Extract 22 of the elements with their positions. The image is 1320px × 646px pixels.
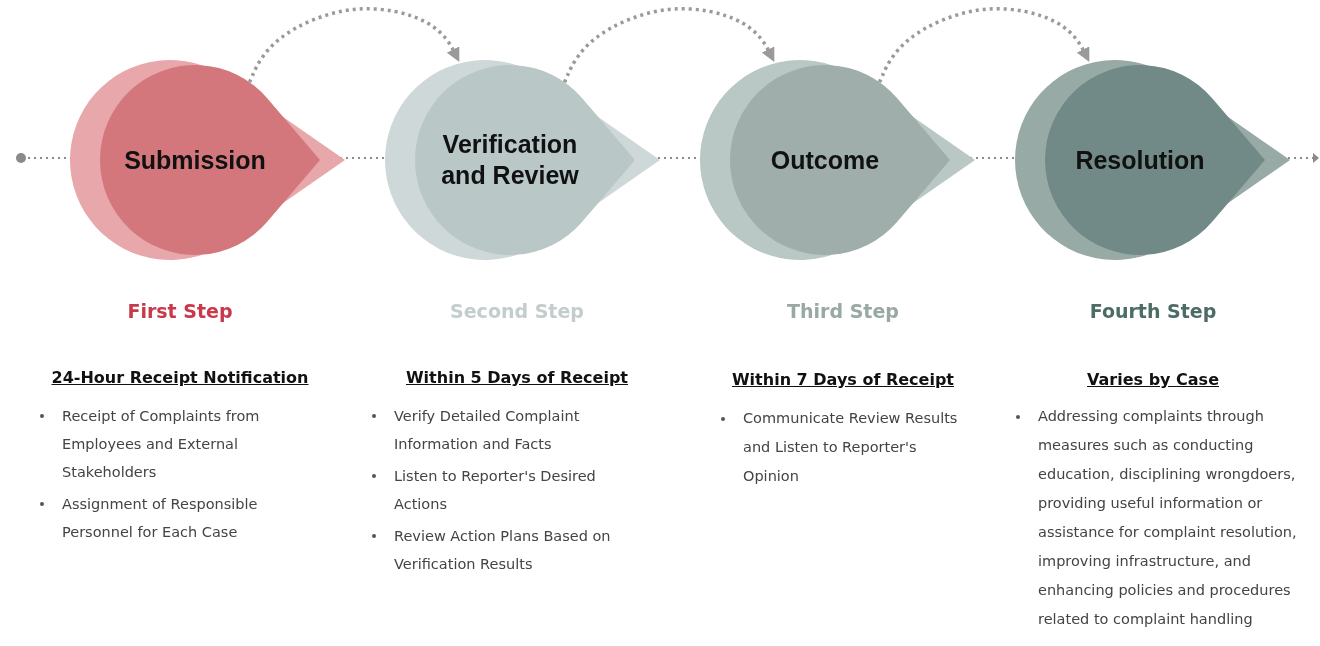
- curved-arrow: [877, 7, 1090, 83]
- step-title: Outcome: [769, 144, 881, 176]
- step-title: Submission: [123, 144, 267, 176]
- step-label: Second Step: [449, 300, 585, 322]
- timeframe-heading: Varies by Case: [1086, 370, 1220, 389]
- timeframe-heading: Within 5 Days of Receipt: [404, 368, 629, 387]
- step-label: First Step: [126, 300, 234, 322]
- bullet-item: Communicate Review Results and Listen to Reporter's Opinion: [717, 404, 972, 491]
- bullet-item: Receipt of Complaints from Employees and External Stakeholders: [36, 402, 306, 486]
- step-label: Fourth Step: [1088, 300, 1218, 322]
- bullet-item: Review Action Plans Based on Verification Results: [368, 522, 638, 578]
- timeframe-heading: Within 7 Days of Receipt: [730, 370, 955, 389]
- step-label: Third Step: [786, 300, 900, 322]
- step-title: Verification and Review: [440, 129, 580, 191]
- step-title: Resolution: [1074, 144, 1206, 176]
- curved-arrow: [247, 7, 460, 83]
- bullet-item: Listen to Reporter's Desired Actions: [368, 462, 638, 518]
- curved-arrow: [562, 7, 775, 83]
- bullet-item: Verify Detailed Complaint Information and Facts: [368, 402, 638, 458]
- bullet-item: Assignment of Responsible Personnel for Each Case: [36, 490, 306, 546]
- bullet-item: Addressing complaints through measures such as conducting education, disciplining wrongdoers, providing useful information or assistance for complaint resolution, improving infrastructure, and enhancing policies and procedures related to complaint handling: [1012, 402, 1317, 634]
- timeframe-heading: 24-Hour Receipt Notification: [50, 368, 310, 387]
